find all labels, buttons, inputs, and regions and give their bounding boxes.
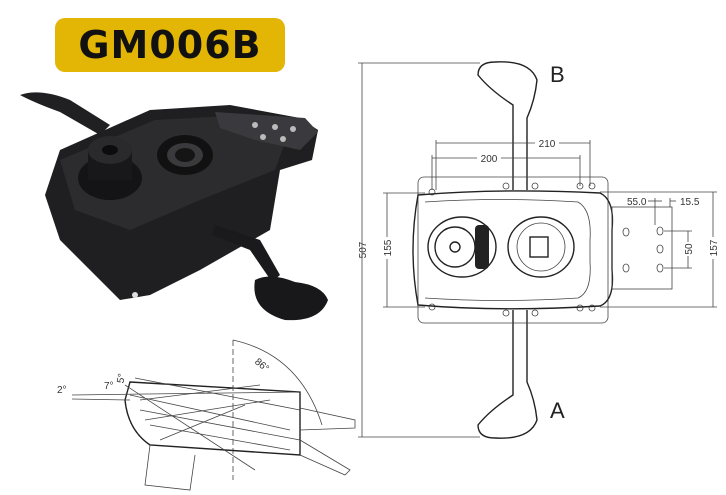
dim-width-outer: 210 — [539, 139, 556, 150]
side-view-drawing: 86° 2° 7° 5° — [57, 339, 356, 491]
model-badge: GM006B — [55, 18, 285, 72]
dim-hole-spacing: 50 — [684, 243, 695, 255]
product-photo — [20, 92, 328, 321]
angle-b-label: 7° — [104, 381, 114, 392]
handle-label-b: B — [550, 62, 565, 87]
top-view-drawing: 507 B A 210 200 — [358, 61, 720, 439]
model-label: GM006B — [78, 23, 262, 67]
angle-a-label: 2° — [57, 385, 67, 396]
handle-label-a: A — [550, 398, 565, 423]
dim-bracket-edge: 15.5 — [680, 197, 700, 208]
dim-height-left: 155 — [383, 239, 394, 256]
dim-overall-length: 507 — [358, 241, 369, 258]
angle-tilt-label: 86° — [252, 356, 271, 374]
dim-height-right: 157 — [709, 239, 720, 256]
dim-bracket-offset: 55.0 — [627, 197, 647, 208]
dim-width-inner: 200 — [481, 154, 498, 165]
angle-c-label: 5° — [116, 373, 128, 384]
